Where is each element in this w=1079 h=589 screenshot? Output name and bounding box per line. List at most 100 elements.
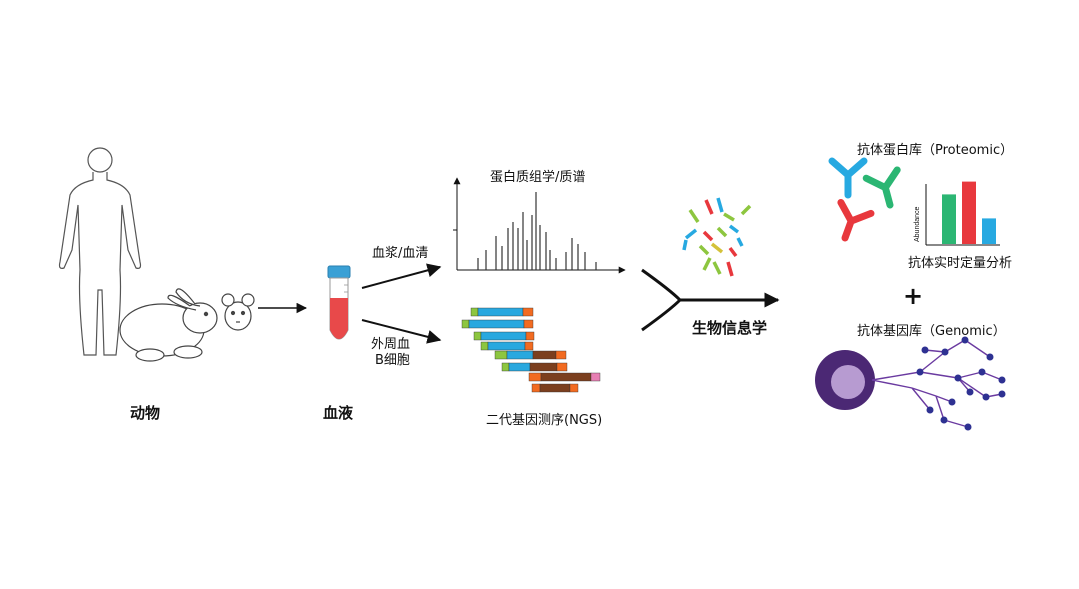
blood-tube-icon bbox=[327, 265, 351, 340]
tree-branch bbox=[919, 351, 946, 373]
proteomic-library-label: 抗体蛋白库（Proteomic） bbox=[857, 143, 1014, 158]
fragment-mark bbox=[740, 204, 752, 216]
mouse-icon bbox=[221, 293, 255, 331]
ngs-read-segment bbox=[531, 383, 541, 393]
ngs-read-segment bbox=[480, 331, 527, 341]
ngs-read-segment bbox=[501, 362, 510, 372]
ngs-read-segment bbox=[524, 341, 534, 351]
abundance-axis-label: Abundance bbox=[914, 206, 921, 242]
antibody-icon-red bbox=[837, 198, 875, 242]
ngs-read-segment bbox=[480, 341, 489, 351]
abundance-bar bbox=[962, 181, 976, 244]
bioinformatics-label: 生物信息学 bbox=[692, 319, 768, 337]
ngs-read-segment bbox=[461, 319, 470, 329]
genomic-library-label: 抗体基因库（Genomic） bbox=[857, 324, 1006, 339]
human-figure-icon bbox=[58, 147, 142, 356]
tree-branch bbox=[944, 339, 966, 353]
b-cell-icon bbox=[815, 350, 875, 410]
tree-node bbox=[948, 398, 956, 406]
fragment-mark bbox=[712, 261, 722, 275]
tree-branch bbox=[911, 387, 931, 411]
fragment-mark bbox=[702, 257, 712, 271]
fragment-mark bbox=[704, 199, 714, 215]
ngs-read-segment bbox=[539, 383, 571, 393]
ngs-read-segment bbox=[590, 372, 601, 382]
tree-branch bbox=[957, 377, 987, 398]
abundance-chart: Abundance bbox=[914, 181, 1000, 246]
fragment-mark bbox=[723, 212, 735, 222]
fragment-mark bbox=[702, 230, 714, 242]
genomic-lineage-tree bbox=[871, 336, 1006, 431]
tree-branch bbox=[919, 371, 959, 379]
ngs-read-segment bbox=[523, 319, 534, 329]
pbmc-label-line1: 外周血 bbox=[371, 337, 411, 352]
fragment-mark bbox=[710, 242, 724, 254]
ngs-read-segment bbox=[473, 331, 482, 341]
tree-node bbox=[954, 374, 962, 382]
ngs-read-segment bbox=[525, 331, 535, 341]
tree-branch bbox=[964, 339, 991, 358]
tree-node bbox=[940, 416, 948, 424]
arrow-to-ngs bbox=[361, 319, 442, 344]
mass-spectrum-plot bbox=[453, 177, 626, 274]
tree-node bbox=[964, 423, 972, 431]
blood-label: 血液 bbox=[323, 404, 354, 422]
rabbit-icon bbox=[119, 288, 218, 362]
abundance-bar bbox=[942, 194, 956, 244]
plasma-serum-label: 血浆/血清 bbox=[372, 246, 429, 261]
ngs-read-segment bbox=[506, 350, 534, 360]
ngs-read-segment bbox=[555, 350, 567, 360]
tree-branch bbox=[911, 387, 937, 397]
ngs-read-segment bbox=[470, 307, 479, 317]
tree-branch bbox=[981, 371, 1003, 381]
ngs-read-segment bbox=[528, 372, 542, 382]
ngs-read-segment bbox=[540, 372, 592, 382]
fragment-mark bbox=[716, 197, 724, 213]
antibody-fragments-icon bbox=[682, 197, 752, 277]
fragment-mark bbox=[736, 237, 744, 247]
fragment-mark bbox=[728, 224, 740, 234]
ngs-label: 二代基因测序(NGS) bbox=[486, 413, 603, 428]
mass-spectrum-peaks bbox=[477, 192, 597, 270]
tree-node bbox=[921, 346, 929, 354]
tree-branch bbox=[871, 379, 913, 389]
tree-branch bbox=[957, 371, 983, 379]
pbmc-label-line2: B细胞 bbox=[375, 353, 410, 368]
fragment-mark bbox=[728, 246, 738, 258]
ngs-read-segment bbox=[569, 383, 579, 393]
fragment-mark bbox=[716, 226, 728, 238]
animal-label: 动物 bbox=[130, 404, 161, 422]
proteomics-label: 蛋白质组学/质谱 bbox=[490, 170, 586, 185]
tree-node bbox=[941, 348, 949, 356]
ngs-read-segment bbox=[529, 362, 558, 372]
antibody-icon-green bbox=[862, 166, 901, 209]
tree-node bbox=[926, 406, 934, 414]
tree-node bbox=[961, 336, 969, 344]
tree-branch bbox=[871, 371, 921, 381]
realtime-quant-label: 抗体实时定量分析 bbox=[908, 256, 1013, 271]
fragment-mark bbox=[684, 228, 698, 240]
plus-sign: + bbox=[903, 282, 924, 310]
tree-node bbox=[982, 393, 990, 401]
ngs-sequence-reads bbox=[461, 307, 601, 393]
ngs-read-segment bbox=[468, 319, 525, 329]
tree-node bbox=[978, 368, 986, 376]
fragment-mark bbox=[682, 239, 688, 251]
ngs-read-segment bbox=[556, 362, 568, 372]
abundance-bar bbox=[982, 218, 996, 244]
arrow-to-proteomics bbox=[361, 263, 442, 289]
tree-branch bbox=[943, 419, 969, 428]
tree-node bbox=[916, 368, 924, 376]
tree-branch bbox=[935, 395, 945, 421]
ngs-read-segment bbox=[477, 307, 524, 317]
ngs-read-segment bbox=[532, 350, 557, 360]
ngs-read-segment bbox=[522, 307, 534, 317]
ngs-read-segment bbox=[508, 362, 531, 372]
tree-node bbox=[986, 353, 994, 361]
converging-arrow bbox=[641, 268, 780, 332]
antibody-icon-blue bbox=[828, 157, 868, 199]
tree-node bbox=[998, 376, 1006, 384]
tree-node bbox=[998, 390, 1006, 398]
fragment-mark bbox=[726, 261, 734, 277]
